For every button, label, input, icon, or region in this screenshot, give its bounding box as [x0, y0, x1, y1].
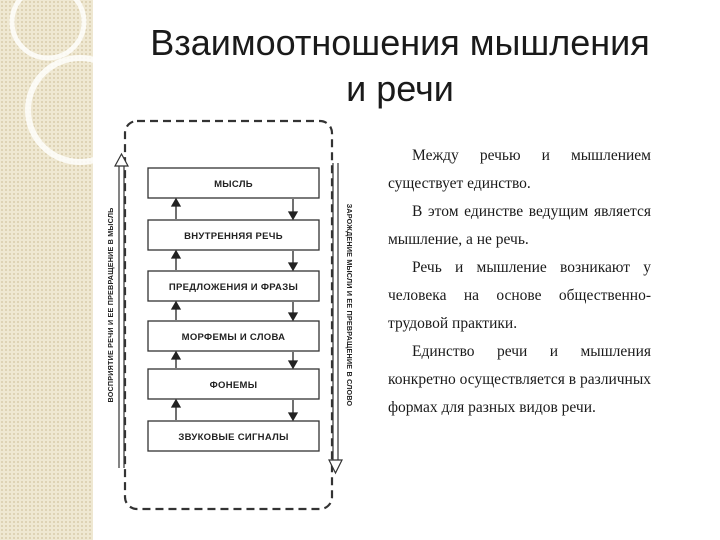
connector-arrows — [170, 197, 299, 422]
title-line-1: Взаимоотношения мышления — [150, 22, 650, 63]
paragraph-3: Речь и мышление возникают у человека на … — [388, 259, 651, 332]
level-label-2: ВНУТРЕННЯЯ РЕЧЬ — [184, 231, 283, 242]
level-box-5: ФОНЕМЫ — [147, 368, 320, 400]
level-box-1: МЫСЛЬ — [147, 167, 320, 199]
level-label-5: ФОНЕМЫ — [210, 380, 258, 391]
decorative-circles — [9, 0, 130, 165]
slide-title: Взаимоотношения мышления и речи — [100, 20, 700, 112]
paragraph-1: Между речью и мышлением существует единс… — [388, 147, 651, 192]
dashed-frame — [123, 119, 334, 511]
level-label-1: МЫСЛЬ — [214, 179, 253, 190]
level-box-6: ЗВУКОВЫЕ СИГНАЛЫ — [147, 420, 320, 452]
paragraph-4: Единство речи и мышления конкретно осуще… — [388, 343, 651, 416]
title-line-2: и речи — [346, 68, 454, 109]
thought-speech-diagram: ВОСПРИЯТИЕ РЕЧИ И ЕЕ ПРЕВРАЩЕНИЕ В МЫСЛЬ… — [106, 119, 353, 511]
level-label-6: ЗВУКОВЫЕ СИГНАЛЫ — [178, 432, 288, 443]
left-up-arrow — [113, 152, 130, 468]
level-label-3: ПРЕДЛОЖЕНИЯ И ФРАЗЫ — [169, 282, 298, 293]
left-side-label: ВОСПРИЯТИЕ РЕЧИ И ЕЕ ПРЕВРАЩЕНИЕ В МЫСЛЬ — [106, 208, 115, 403]
paragraph-2: В этом единстве ведущим является мышлени… — [388, 203, 651, 248]
explanation-text: Между речью и мышлением существует единс… — [388, 142, 651, 422]
level-box-4: МОРФЕМЫ И СЛОВА — [147, 320, 320, 352]
right-down-arrow — [328, 163, 343, 475]
level-label-4: МОРФЕМЫ И СЛОВА — [182, 332, 286, 343]
right-side-label: ЗАРОЖДЕНИЕ МЫСЛИ И ЕЕ ПРЕВРАЩЕНИЕ В СЛОВ… — [345, 204, 353, 407]
level-box-2: ВНУТРЕННЯЯ РЕЧЬ — [147, 219, 320, 251]
level-box-3: ПРЕДЛОЖЕНИЯ И ФРАЗЫ — [147, 270, 320, 302]
decorative-background-strip — [0, 0, 93, 540]
